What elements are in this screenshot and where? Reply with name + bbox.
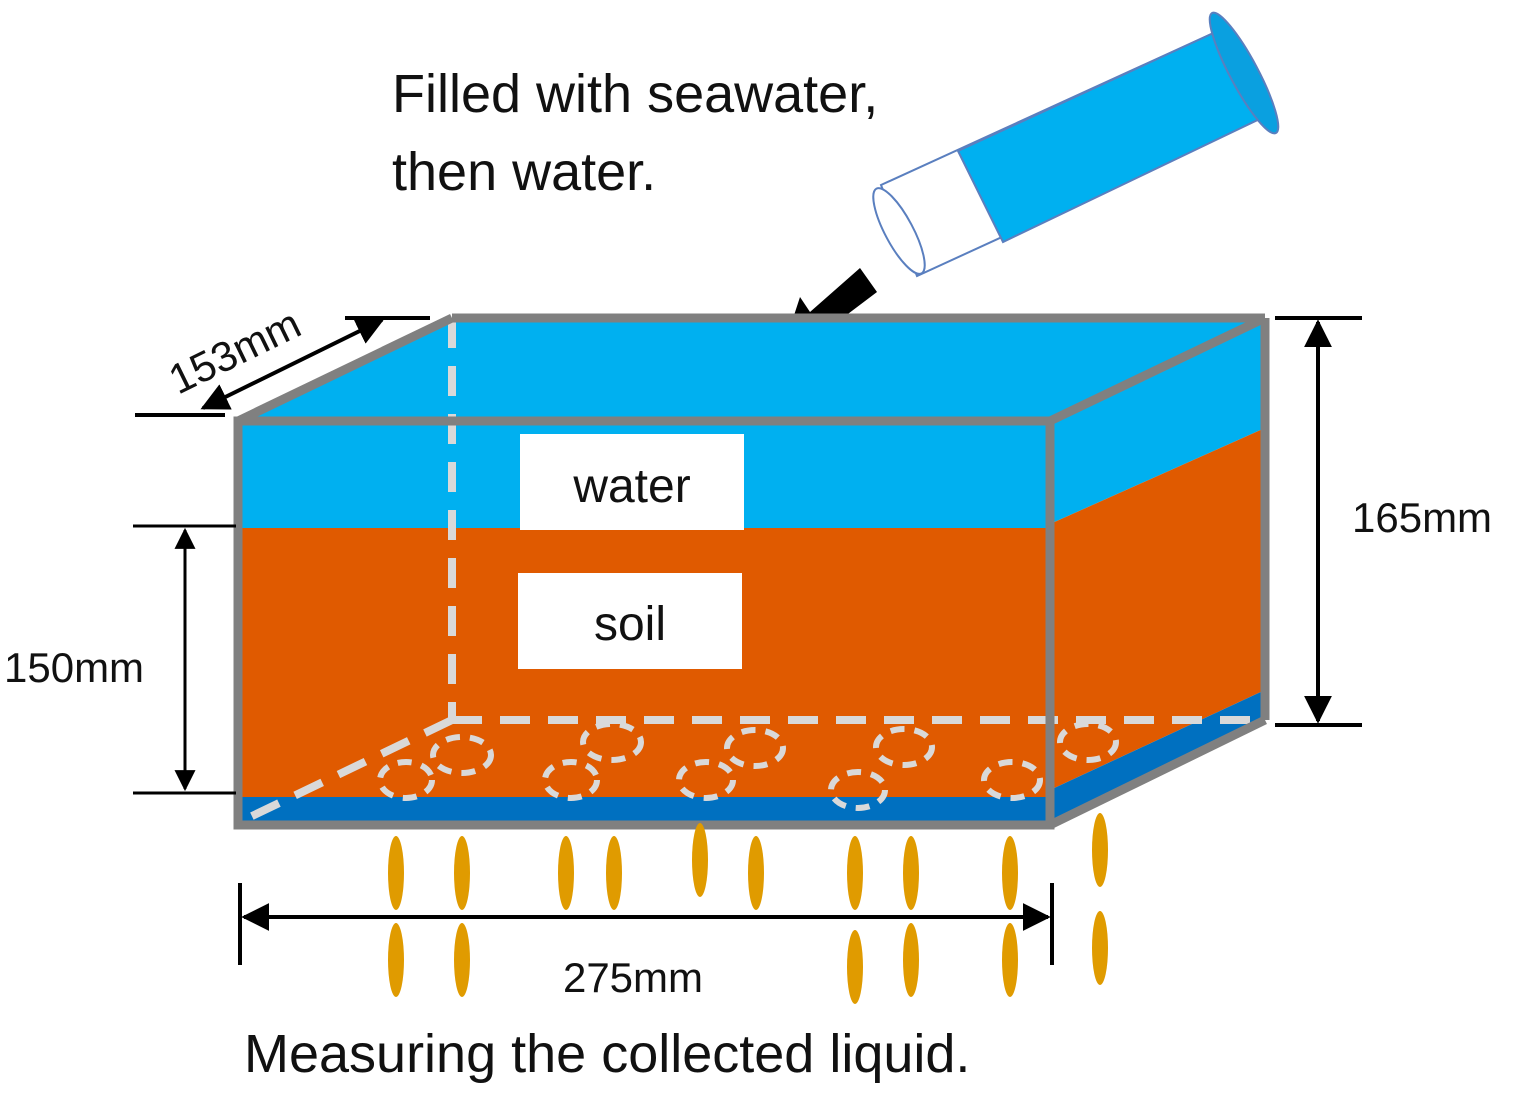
front-drainage-layer bbox=[238, 797, 1050, 825]
soil-label: soil bbox=[594, 598, 666, 651]
height-total-label: 165mm bbox=[1352, 494, 1492, 541]
height-soil-label: 150mm bbox=[4, 644, 144, 691]
collected-drops bbox=[388, 813, 1108, 1004]
bottom-caption: Measuring the collected liquid. bbox=[244, 1024, 970, 1084]
height-total-dimension bbox=[1275, 316, 1362, 727]
soil-label-box bbox=[518, 573, 742, 669]
length-dimension bbox=[238, 883, 1054, 965]
top-caption-line2: then water. bbox=[392, 142, 656, 202]
tank-right-soil bbox=[1050, 428, 1265, 790]
length-label: 275mm bbox=[563, 954, 703, 1001]
hidden-edges bbox=[246, 318, 1265, 822]
tank-right-water bbox=[1050, 318, 1265, 524]
depth-label: 153mm bbox=[161, 299, 307, 403]
tank-top-face bbox=[238, 318, 1265, 417]
top-caption-line1: Filled with seawater, bbox=[392, 64, 878, 124]
water-label: water bbox=[572, 460, 690, 513]
graduated-cylinder-icon bbox=[872, 11, 1280, 278]
water-label-box bbox=[520, 434, 744, 530]
drain-holes bbox=[377, 721, 1119, 811]
tank-right-drainage bbox=[1050, 690, 1265, 825]
height-soil-dimension bbox=[133, 524, 236, 795]
depth-dimension bbox=[135, 316, 430, 417]
